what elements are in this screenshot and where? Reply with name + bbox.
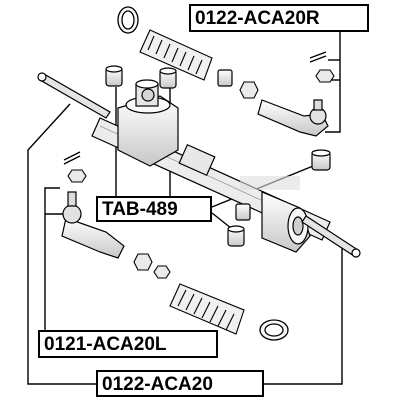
clamp-icon xyxy=(117,6,289,341)
dust-boot-icon xyxy=(139,29,245,335)
bushing-icon xyxy=(105,65,331,247)
steering-rack-icon xyxy=(91,79,331,253)
nut-icon xyxy=(67,69,335,279)
label-tie-rod: 0122-ACA20 xyxy=(96,370,264,397)
tie-rod-end-icon xyxy=(61,99,329,259)
inner-tie-rod-icon xyxy=(37,72,361,258)
label-bushing: TAB-489 xyxy=(96,196,212,222)
cotter-pin-icon xyxy=(63,51,327,165)
label-tie-rod-end-right: 0122-ACA20R xyxy=(189,4,369,32)
watermark-band xyxy=(240,176,300,190)
label-tie-rod-end-left: 0121-ACA20L xyxy=(38,330,218,358)
